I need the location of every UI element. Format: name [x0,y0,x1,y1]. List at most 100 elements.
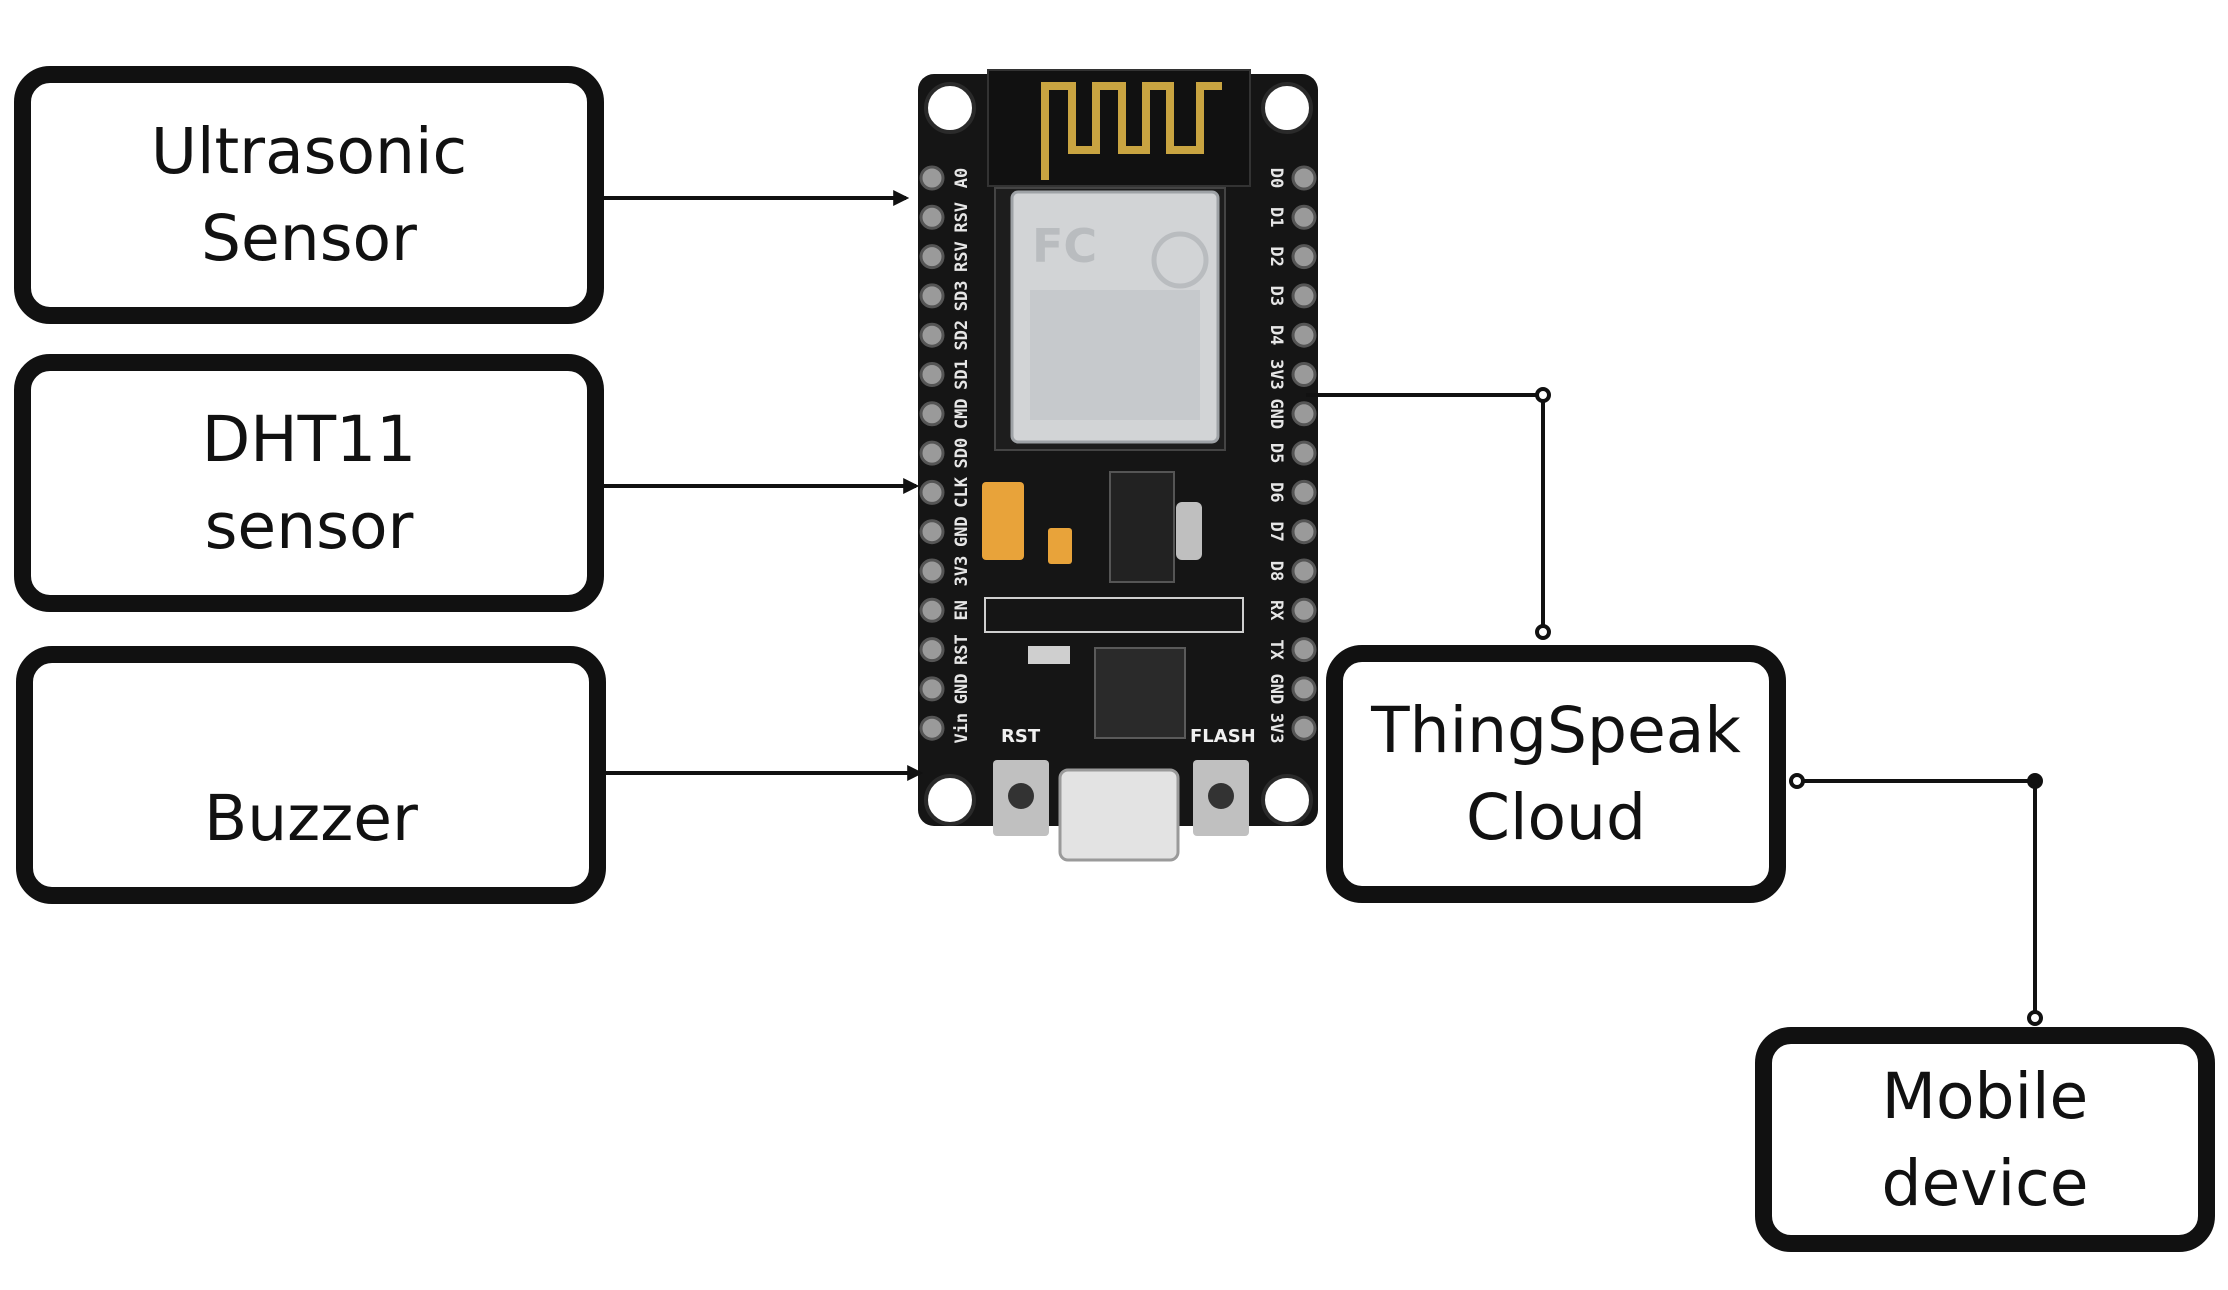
left-header-pin [919,519,945,545]
right-pin-label: RX [1266,600,1286,621]
micro-usb-port-icon [1058,768,1180,862]
ultrasonic-label-line1: Ultrasonic [150,115,468,188]
fcc-logo: FC [1032,219,1097,273]
wifi-antenna-trace [1041,82,1222,180]
right-header-pin [1291,401,1317,427]
rst-button-label: RST [1001,726,1041,747]
right-header-pin [1291,597,1317,623]
usb-serial-chip [1094,647,1186,739]
right-header-pin [1291,637,1317,663]
right-header-pin [1291,440,1317,466]
capacitor [1048,528,1072,564]
left-header-pin [919,283,945,309]
connector-node [2027,773,2043,789]
mobile-label-line2: device [1881,1146,2089,1220]
buzzer-label-line2: Buzzer [204,782,418,855]
right-pin-label: D3 [1266,286,1286,306]
connector-node [1789,773,1805,789]
left-pin-label: CMD [952,398,972,429]
left-pin-label: SD3 [952,281,972,312]
right-pin-label: 3V3 [1266,713,1286,744]
right-header-pin [1291,676,1317,702]
buzzer-block: Buzzer [16,646,606,904]
thingspeak-cloud-block: ThingSpeak Cloud [1326,645,1786,903]
esp12-module: FC [994,187,1226,451]
ultrasonic-label-line2: Sensor [201,202,417,275]
connector-node [2027,1010,2043,1026]
module-texture [1030,290,1200,420]
dht11-label-line2: sensor [204,490,414,563]
wifi-logo-icon [1151,231,1209,289]
right-header-pin [1291,244,1317,270]
board-to-thingspeak-connector [1306,393,1545,632]
right-header-pin [1291,479,1317,505]
mobile-label-line1: Mobile [1881,1059,2089,1133]
connector-node [1535,624,1551,640]
right-header-pin [1291,283,1317,309]
resistor-row [984,597,1244,633]
right-header-pin [1291,322,1317,348]
left-pin-label: EN [952,600,972,620]
left-header-pin [919,479,945,505]
left-header-pin [919,597,945,623]
right-pin-label: 3V3 [1266,359,1286,390]
left-header-pin [919,322,945,348]
dht11-sensor-block: DHT11 sensor [14,354,604,612]
left-pin-label: SD0 [952,438,972,469]
ultrasonic-sensor-block: Ultrasonic Sensor [14,66,604,324]
right-header-pins [1291,165,1317,741]
right-pin-label: D5 [1266,443,1286,463]
left-pin-label: RSV [952,241,972,272]
right-pin-label: GND [1266,398,1286,429]
left-header-pin [919,676,945,702]
left-pin-label: GND [952,674,972,705]
left-header-pin [919,440,945,466]
right-pin-label: D1 [1266,207,1286,227]
left-pin-label: GND [952,516,972,547]
right-header-pin [1291,362,1317,387]
mounting-hole [1261,774,1313,826]
left-header-pins [919,165,945,741]
right-pin-label: D4 [1266,325,1286,345]
capacitor [982,482,1024,560]
left-pin-label: SD2 [952,320,972,351]
right-header-pin [1291,204,1317,230]
left-pin-label: A0 [952,168,972,188]
left-header-pin [919,204,945,230]
left-header-pin [919,401,945,427]
flash-button-label: FLASH [1190,726,1256,747]
right-pin-label: D6 [1266,482,1286,502]
mounting-hole [924,82,976,134]
left-header-pin [919,637,945,663]
left-header-pin [919,558,945,584]
left-header-pin [919,165,945,191]
dht11-label-line1: DHT11 [201,403,417,476]
left-pin-label: RSV [952,202,972,233]
mounting-hole [924,774,976,826]
left-pin-label: SD1 [952,359,972,390]
right-pin-label: TX [1266,639,1286,660]
right-pin-label: D7 [1266,521,1286,541]
mobile-device-block: Mobile device [1755,1027,2215,1252]
led [1028,646,1070,664]
right-header-pin [1291,715,1317,741]
thingspeak-to-mobile-connector [1797,779,2037,1018]
left-header-pin [919,244,945,270]
connector-node [1535,387,1551,403]
right-pin-label: D0 [1266,168,1286,188]
left-header-pin [919,362,945,387]
right-pin-label: D8 [1266,561,1286,581]
left-header-pin [919,715,945,741]
left-pin-label: CLK [952,476,972,507]
right-header-pin [1291,165,1317,191]
left-pin-label: RST [952,634,972,665]
left-pin-label: 3V3 [952,556,972,587]
left-pin-label: Vin [952,713,972,744]
thingspeak-label-line2: Cloud [1466,781,1646,854]
voltage-regulator [1109,471,1175,583]
thingspeak-label-line1: ThingSpeak [1371,694,1741,767]
